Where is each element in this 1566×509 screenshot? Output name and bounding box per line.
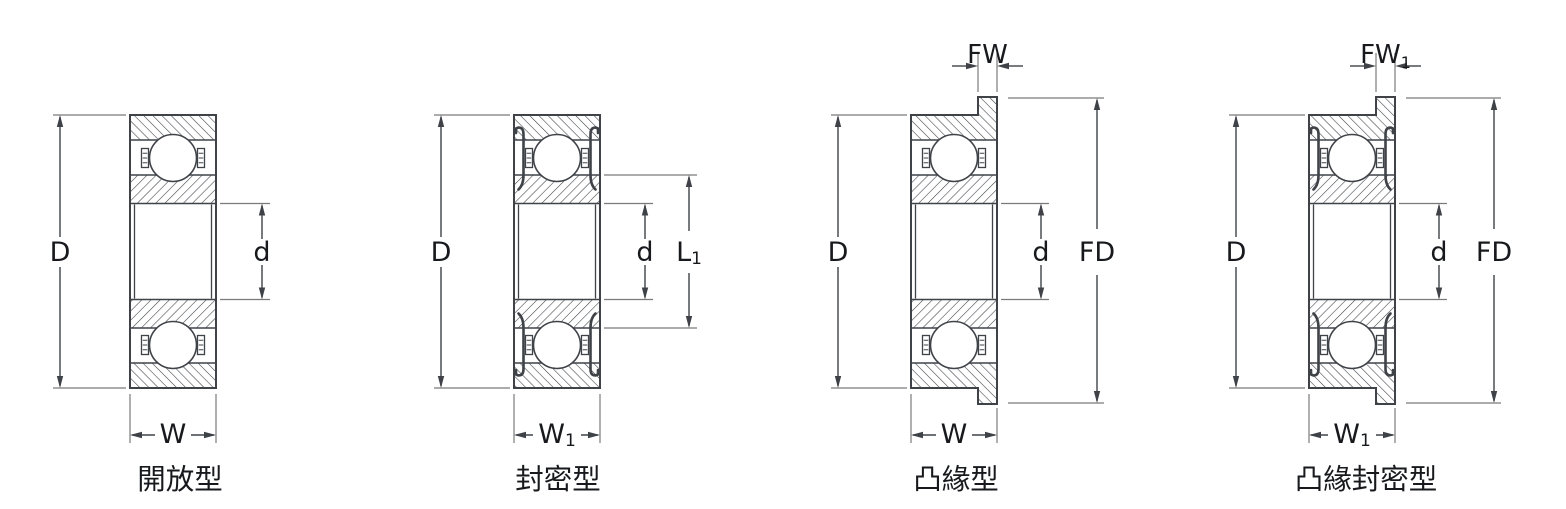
dim-arrow-left [1395, 62, 1407, 70]
seal [514, 312, 525, 377]
dim-label-W1-base: W [1333, 419, 1360, 450]
dim-label-D-base: D [1226, 237, 1247, 268]
dim-label-FW1-base: FW [1360, 40, 1401, 70]
dim-label-D-base: D [50, 237, 71, 268]
dim-label-L1: L1 [676, 237, 702, 270]
ball [1327, 320, 1377, 370]
caption: 封密型 [515, 463, 601, 496]
seal [589, 312, 600, 377]
ball [148, 133, 198, 183]
dim-label-d: d [1032, 237, 1049, 268]
dim-label-D: D [50, 237, 71, 268]
seal [1309, 126, 1320, 191]
dim-label-d: d [636, 237, 653, 268]
seal [589, 126, 600, 191]
ball [1327, 133, 1377, 183]
dim-arrow-left [997, 62, 1009, 70]
ball [929, 133, 979, 183]
dim-label-d-base: d [253, 237, 270, 268]
dim-label-D: D [431, 237, 452, 268]
dim-label-L1-base: L [676, 237, 691, 268]
flange-top-section [1376, 97, 1395, 115]
flange-top-section [978, 97, 997, 115]
seal [1384, 126, 1395, 191]
dim-label-FD: FD [1079, 237, 1115, 268]
dim-label-W1-base: W [538, 419, 565, 450]
caption: 凸緣封密型 [1295, 463, 1438, 496]
dim-label-FD: FD [1476, 237, 1512, 268]
dim-label-W-base: W [160, 419, 187, 450]
dim-label-W-base: W [941, 419, 968, 450]
dim-label-W1-sub: 1 [565, 431, 576, 451]
dim-label-d-base: d [636, 237, 653, 268]
dim-label-FD-base: FD [1079, 237, 1115, 268]
caption: 開放型 [137, 463, 223, 496]
dim-label-FW-base: FW [967, 40, 1008, 70]
dim-label-FW1-sub: 1 [1401, 52, 1411, 71]
dim-label-FD-base: FD [1476, 237, 1512, 268]
seal [1384, 312, 1395, 377]
caption: 凸緣型 [913, 463, 999, 496]
dim-label-D: D [1226, 237, 1247, 268]
ball [929, 320, 979, 370]
ball [532, 133, 582, 183]
dim-arrow-right [1364, 62, 1376, 70]
dim-label-D: D [828, 237, 849, 268]
ball [148, 320, 198, 370]
dim-label-d-base: d [1032, 237, 1049, 268]
dim-label-W1: W1 [1333, 419, 1371, 452]
flange-bottom-section [978, 388, 997, 404]
dim-label-L1-sub: 1 [691, 249, 702, 269]
dim-label-W1-sub: 1 [1360, 431, 1371, 451]
dim-label-D-base: D [431, 237, 452, 268]
seal [514, 126, 525, 191]
dim-label-d-base: d [1430, 237, 1447, 268]
dim-label-W1: W1 [538, 419, 576, 452]
dim-label-W: W [160, 419, 187, 450]
dim-label-d: d [1430, 237, 1447, 268]
dim-label-W: W [941, 419, 968, 450]
dim-label-d: d [253, 237, 270, 268]
ball [532, 320, 582, 370]
dim-label-FW1: FW1 [1360, 40, 1411, 71]
dim-label-FW: FW [967, 40, 1008, 70]
flange-bottom-section [1376, 388, 1395, 404]
dim-label-D-base: D [828, 237, 849, 268]
seal [1309, 312, 1320, 377]
dim-arrow-right [966, 62, 978, 70]
